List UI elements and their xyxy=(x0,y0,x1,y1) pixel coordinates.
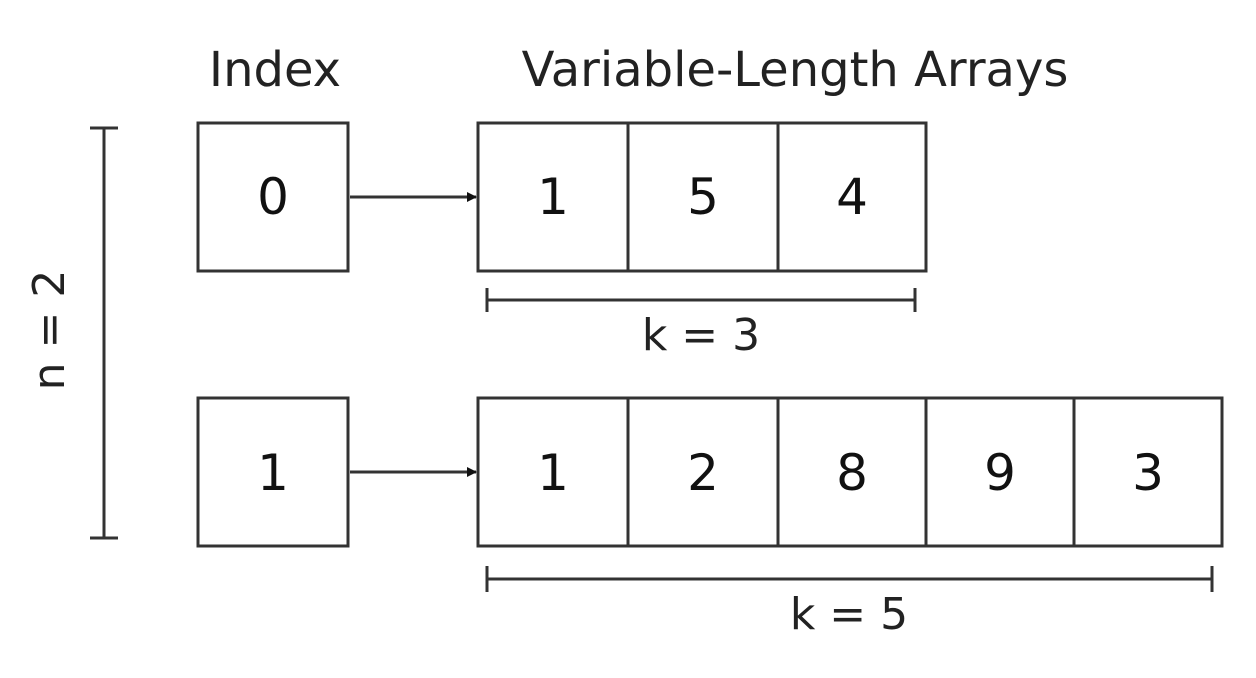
k-label: k = 3 xyxy=(642,310,760,361)
n-label: n = 2 xyxy=(24,270,75,391)
index-cell xyxy=(196,396,350,548)
array-cell-value: 2 xyxy=(687,444,719,502)
index-cell xyxy=(196,121,350,273)
array-cell-value: 9 xyxy=(984,444,1016,502)
array-cell-value: 1 xyxy=(537,168,569,226)
row-0: 0 1 5 4 k = 3 xyxy=(196,121,928,361)
array-cell xyxy=(776,121,928,273)
index-cell-value: 1 xyxy=(257,444,289,502)
row-1: 1 1 2 8 9 3 k = 5 xyxy=(196,396,1224,640)
k-dimension-bracket xyxy=(485,566,1214,592)
index-header: Index xyxy=(209,42,341,98)
n-dimension-bracket xyxy=(90,126,118,540)
index-cell-value: 0 xyxy=(257,168,289,226)
k-dimension-bracket xyxy=(485,288,917,312)
array-cell xyxy=(1072,396,1224,548)
array-cell-value: 1 xyxy=(537,444,569,502)
arrays-header: Variable-Length Arrays xyxy=(522,42,1069,98)
array-cell-value: 4 xyxy=(836,168,868,226)
array-cell-value: 8 xyxy=(836,444,868,502)
k-label: k = 5 xyxy=(790,589,908,640)
array-cell-value: 5 xyxy=(687,168,719,226)
array-cell-value: 3 xyxy=(1132,444,1164,502)
